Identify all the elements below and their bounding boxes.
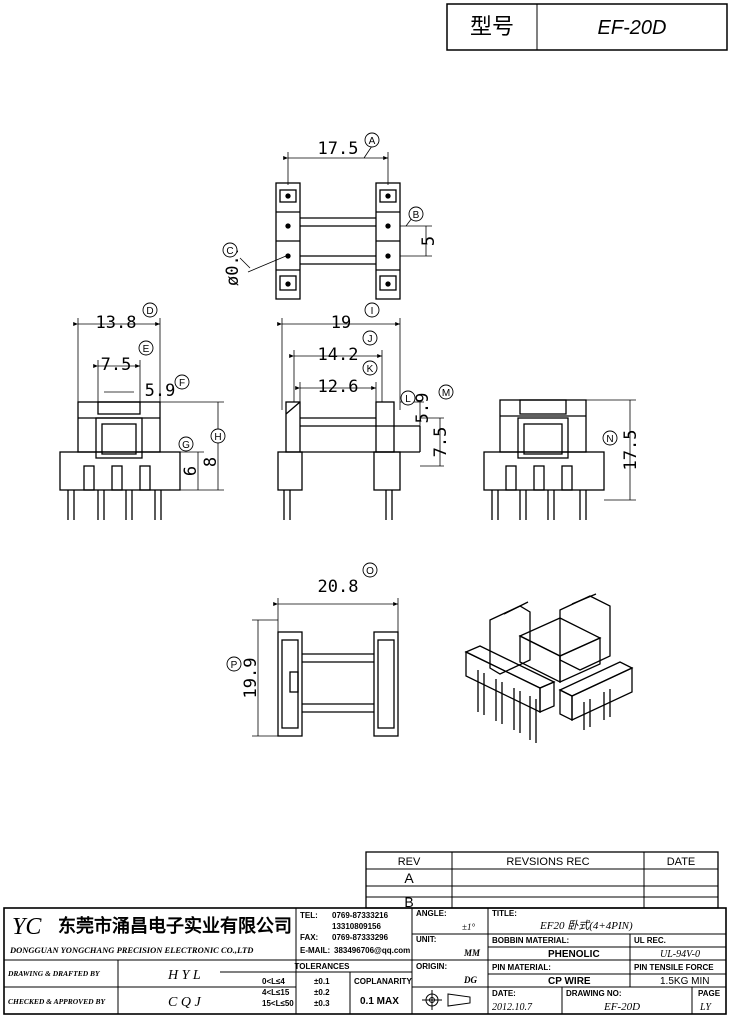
page-label: PAGE (698, 989, 721, 998)
dim-front-slot: 5.9 (145, 381, 176, 401)
unit-value: MM (463, 948, 481, 958)
tol-v1: ±0.1 (314, 977, 330, 986)
dim-front-width: 13.8 (96, 313, 137, 333)
model-value: EF-20D (598, 17, 667, 39)
drawn-value: H Y L (167, 968, 201, 983)
bottom-view (252, 598, 399, 737)
dim-front-h2: 8 (201, 457, 221, 467)
dim-top-width: 17.5 (318, 139, 359, 159)
tol-r3: 15<L≤50 (262, 999, 294, 1008)
callout-letters: A B C D E F G H I J K L M N O P (143, 136, 614, 671)
callout-n: N (606, 434, 613, 445)
dim-right-h: 17.5 (621, 430, 641, 471)
bobbin-value: PHENOLIC (548, 949, 600, 960)
callout-h: H (214, 432, 221, 443)
date-header: DATE (667, 856, 696, 868)
date-label: DATE: (492, 989, 516, 998)
company-en: DONGGUAN YONGCHANG PRECISION ELECTRONIC … (9, 945, 253, 955)
tel-value2: 13310809156 (332, 922, 381, 931)
tol-label: TOLERANCES (295, 962, 351, 971)
callout-k: K (367, 364, 374, 375)
bobbin-label: BOBBIN MATERIAL: (492, 936, 569, 945)
callout-d: D (146, 306, 153, 317)
dim-mid-w2: 14.2 (318, 345, 359, 365)
angle-label: ANGLE: (416, 909, 447, 918)
tel-label: TEL: (300, 911, 318, 920)
revision-table (365, 851, 719, 909)
callout-c: C (226, 246, 233, 257)
callout-j: J (368, 334, 373, 345)
dim-mid-h1: 5.9 (413, 393, 433, 424)
ulrec-value: UL-94V-0 (660, 949, 700, 960)
ulrec-label: UL REC. (634, 936, 666, 945)
rev-row-b: B (404, 894, 413, 910)
callout-i: I (371, 306, 374, 317)
drawing-value: EF-20D (603, 1001, 640, 1013)
dim-front-h1: 6 (181, 466, 201, 476)
title-block (3, 907, 727, 1015)
model-box: 型号 EF-20D (446, 3, 728, 51)
callout-l: L (405, 394, 411, 405)
unit-label: UNIT: (416, 935, 436, 944)
fax-label: FAX: (300, 933, 318, 942)
checked-label: CHECKED & APPROVED BY (8, 997, 106, 1006)
title-label: TITLE: (492, 909, 517, 918)
title-value: EF20 卧式(4+4PIN) (539, 919, 633, 932)
model-label: 型号 (470, 14, 514, 39)
drawn-label: DRAWING & DRAFTED BY (7, 969, 101, 978)
origin-value: DG (463, 975, 477, 985)
pin-label: PIN MATERIAL: (492, 963, 551, 972)
origin-label: ORIGIN: (416, 962, 447, 971)
front-view (59, 318, 224, 520)
email-label: E-MAIL: (300, 946, 330, 955)
side-view (277, 318, 444, 520)
coplan-value: 0.1 MAX (360, 996, 399, 1007)
callouts (138, 132, 618, 672)
angle-value: ±1° (462, 922, 475, 932)
company-cn: 东莞市涌昌电子实业有限公司 (58, 915, 292, 936)
dim-front-inner: 7.5 (101, 355, 132, 375)
tol-r2: 4<L≤15 (262, 988, 290, 997)
tel-value: 0769-87333216 (332, 911, 389, 920)
callout-f: F (179, 378, 185, 389)
dim-mid-width: 19 (331, 313, 351, 333)
top-view (239, 145, 432, 300)
checked-value: C Q J (168, 995, 201, 1010)
dim-bottom-height: 19.9 (241, 658, 261, 699)
date-value: 2012.10.7 (492, 1002, 533, 1013)
end-view (483, 399, 636, 520)
tol-r1: 0<L≤4 (262, 977, 285, 986)
rev-header: REV (398, 856, 421, 868)
callout-o: O (366, 566, 374, 577)
dim-pin-pitch-side: 5 (419, 236, 439, 246)
dim-mid-h2: 7.5 (431, 427, 451, 458)
coplan-label: COPLANARITY (354, 977, 412, 986)
page-value: LY (699, 1002, 712, 1013)
tensile-label: PIN TENSILE FORCE (634, 963, 714, 972)
callout-b: B (413, 210, 420, 221)
logo: YC (12, 914, 42, 940)
callout-a: A (369, 136, 376, 147)
rev-row-a: A (404, 870, 414, 886)
tol-v2: ±0.2 (314, 988, 330, 997)
tensile-value: 1.5KG MIN (660, 976, 709, 987)
tol-v3: ±0.3 (314, 999, 330, 1008)
callout-p: P (231, 660, 238, 671)
email-value: 383496706@qq.com (334, 946, 410, 955)
callout-e: E (143, 344, 150, 355)
fax-value: 0769-87333296 (332, 933, 389, 942)
dim-bottom-width: 20.8 (318, 577, 359, 597)
drawing-label: DRAWING NO: (566, 989, 622, 998)
dim-mid-w3: 12.6 (318, 377, 359, 397)
pin-value: CP WIRE (548, 976, 591, 987)
isometric-view (464, 593, 634, 743)
rec-header: REVSIONS REC (506, 856, 589, 868)
callout-g: G (182, 440, 190, 451)
callout-m: M (442, 388, 450, 399)
